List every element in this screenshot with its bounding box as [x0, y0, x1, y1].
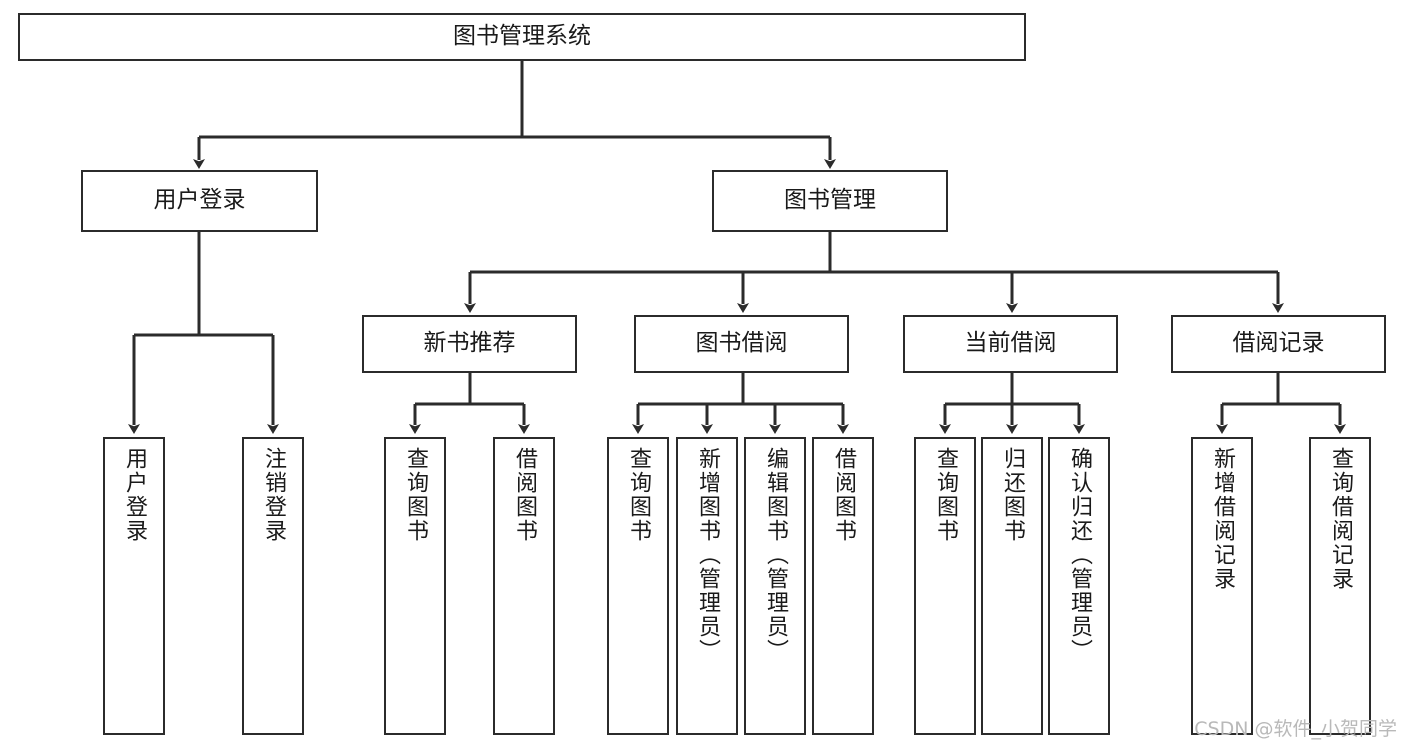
- leaf-user-login-signout[interactable]: 注销登录: [242, 437, 304, 735]
- leaf-borrow-record-add[interactable]: 新增借阅记录: [1191, 437, 1253, 735]
- node-label: 用户登录: [153, 187, 246, 214]
- leaf-new-book-borrow[interactable]: 借阅图书: [493, 437, 555, 735]
- leaf-user-login-signin[interactable]: 用户登录: [103, 437, 165, 735]
- node-label: 用户登录: [122, 447, 147, 543]
- node-current-borrow[interactable]: 当前借阅: [903, 315, 1118, 373]
- node-new-book-recommend[interactable]: 新书推荐: [362, 315, 577, 373]
- node-label: 借阅记录: [1232, 330, 1325, 357]
- node-label: 图书管理: [784, 187, 876, 214]
- leaf-book-borrow-add[interactable]: 新增图书（管理员）: [676, 437, 738, 735]
- node-root-system[interactable]: 图书管理系统: [18, 13, 1026, 61]
- leaf-current-borrow-return[interactable]: 归还图书: [981, 437, 1043, 735]
- node-user-login[interactable]: 用户登录: [81, 170, 318, 232]
- node-label: 新增图书（管理员）: [695, 447, 720, 663]
- node-label: 确认归还（管理员）: [1067, 447, 1092, 663]
- node-label: 新书推荐: [423, 330, 516, 357]
- leaf-book-borrow-lend[interactable]: 借阅图书: [812, 437, 874, 735]
- node-label: 借阅图书: [512, 447, 537, 543]
- node-borrow-record[interactable]: 借阅记录: [1171, 315, 1386, 373]
- node-label: 借阅图书: [831, 447, 856, 543]
- node-book-management[interactable]: 图书管理: [712, 170, 948, 232]
- leaf-borrow-record-query[interactable]: 查询借阅记录: [1309, 437, 1371, 735]
- node-label: 查询图书: [933, 447, 958, 543]
- node-label: 图书借阅: [695, 330, 788, 357]
- leaf-new-book-query[interactable]: 查询图书: [384, 437, 446, 735]
- node-label: 归还图书: [1000, 447, 1025, 543]
- node-book-borrow[interactable]: 图书借阅: [634, 315, 849, 373]
- leaf-book-borrow-query[interactable]: 查询图书: [607, 437, 669, 735]
- leaf-book-borrow-edit[interactable]: 编辑图书（管理员）: [744, 437, 806, 735]
- leaf-current-borrow-confirm[interactable]: 确认归还（管理员）: [1048, 437, 1110, 735]
- node-label: 新增借阅记录: [1210, 447, 1235, 591]
- node-label: 图书管理系统: [453, 23, 591, 50]
- node-label: 查询图书: [626, 447, 651, 543]
- node-label: 注销登录: [261, 447, 286, 543]
- node-label: 编辑图书（管理员）: [763, 447, 788, 663]
- node-label: 查询借阅记录: [1328, 447, 1353, 591]
- leaf-current-borrow-query[interactable]: 查询图书: [914, 437, 976, 735]
- node-label: 查询图书: [403, 447, 428, 543]
- node-label: 当前借阅: [964, 330, 1057, 357]
